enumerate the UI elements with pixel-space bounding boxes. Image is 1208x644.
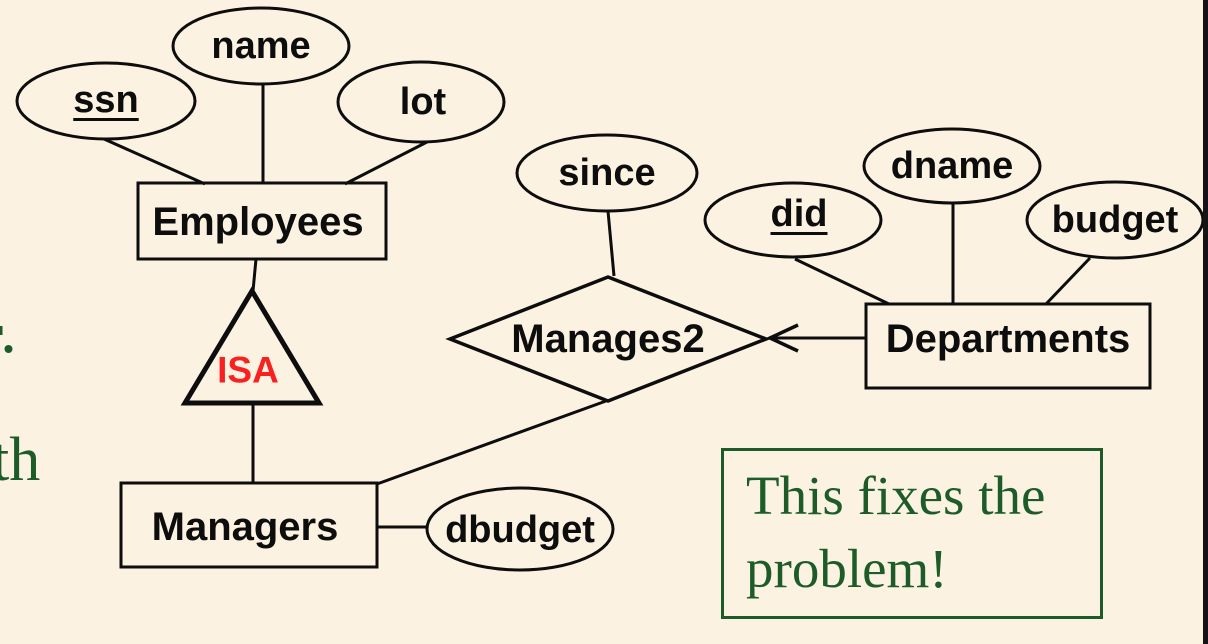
cutoff-period-dot xyxy=(4,345,13,353)
entity-managers-box xyxy=(119,481,379,569)
cutoff-word-fragment: th xyxy=(0,426,40,494)
attribute-ssn-ellipse xyxy=(15,61,197,141)
entity-departments-box xyxy=(864,302,1152,390)
attribute-dbudget-ellipse xyxy=(425,486,615,572)
attribute-name-label: name xyxy=(211,25,311,67)
callout-line-2: problem! xyxy=(746,538,948,599)
entity-employees-box xyxy=(136,181,388,261)
entity-departments-label: Departments xyxy=(885,317,1131,361)
attribute-did-ellipse xyxy=(703,181,883,259)
isa-triangle xyxy=(180,286,324,406)
connector-managers-manages2 xyxy=(376,399,607,486)
attribute-name-ellipse xyxy=(171,6,351,86)
attribute-budget-label: budget xyxy=(1051,199,1179,241)
attribute-ssn-label: ssn xyxy=(73,79,139,121)
attribute-lot-label: lot xyxy=(399,81,447,123)
attribute-lot-ellipse xyxy=(336,60,506,144)
attribute-did-label: did xyxy=(770,193,828,235)
cutoff-letter-fragment xyxy=(0,326,3,335)
attribute-dname-ellipse xyxy=(862,127,1042,205)
connector-lot-employees xyxy=(344,140,428,186)
arrowhead-into-manages2 xyxy=(765,323,799,353)
connector-budget-departments xyxy=(1044,256,1092,306)
connector-employees-isa xyxy=(251,258,258,292)
callout-text: This fixes the problem! xyxy=(746,459,1045,605)
relationship-manages2-label: Manages2 xyxy=(511,317,705,361)
attribute-since-label: since xyxy=(558,152,656,194)
attribute-dname-label: dname xyxy=(890,145,1014,187)
connector-since-manages2 xyxy=(606,210,616,277)
connector-did-departments xyxy=(794,257,890,306)
entity-employees-label: Employees xyxy=(152,200,364,244)
relationship-manages2-diamond xyxy=(445,275,771,403)
callout-line-1: This fixes the xyxy=(746,465,1046,526)
isa-label: ISA xyxy=(217,349,279,391)
attribute-since-ellipse xyxy=(515,133,699,213)
callout-box: This fixes the problem! xyxy=(721,448,1103,619)
connector-ssn-employees xyxy=(103,137,206,186)
slide-right-border xyxy=(1203,0,1208,644)
entity-managers-label: Managers xyxy=(151,505,339,549)
attribute-dbudget-label: dbudget xyxy=(445,509,595,551)
